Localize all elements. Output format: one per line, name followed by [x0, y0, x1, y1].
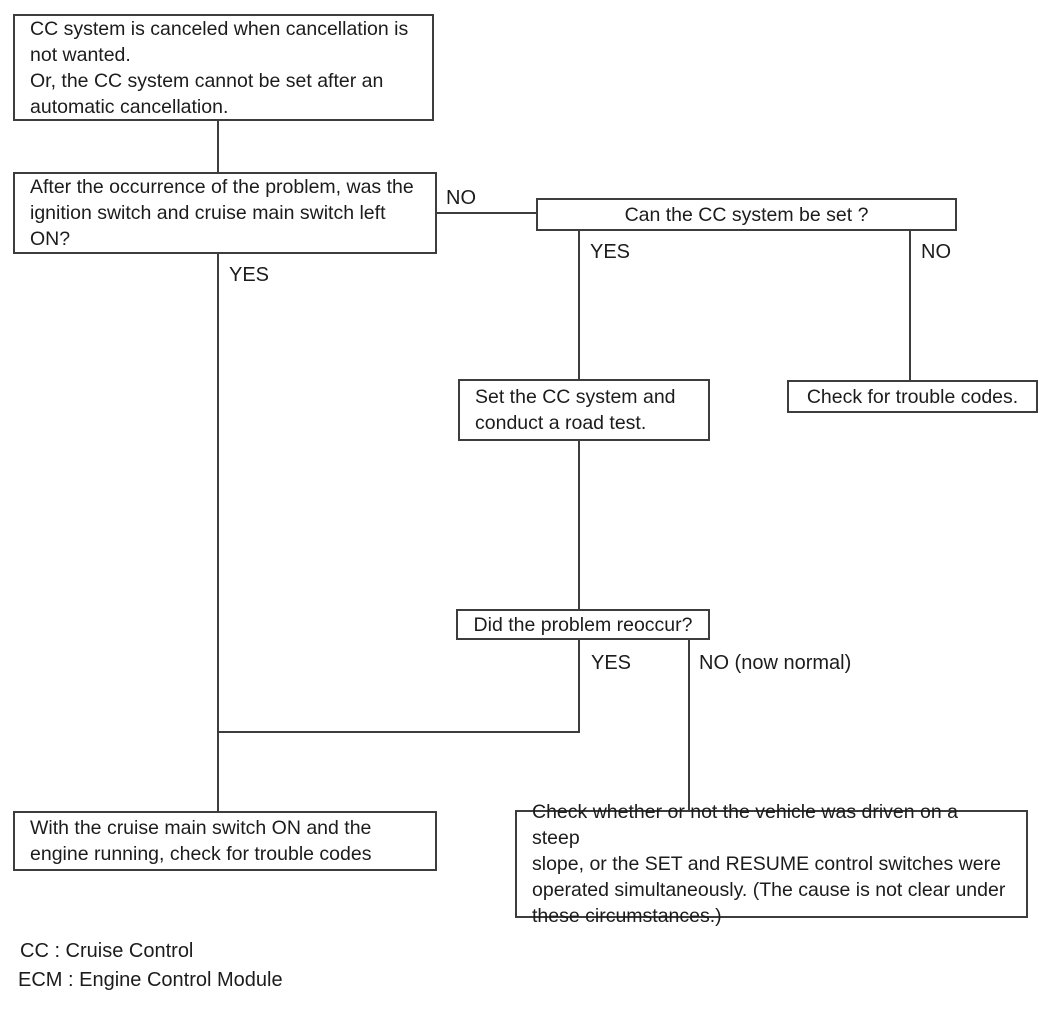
box-question-ignition-left-on-text: After the occurrence of the problem, was…: [30, 176, 414, 250]
legend-ecm: ECM : Engine Control Module: [18, 969, 283, 991]
box-problem-statement-text: CC system is canceled when cancellation …: [30, 17, 409, 118]
box-set-cc-road-test-text: Set the CC system and conduct a road tes…: [475, 386, 676, 434]
box-check-trouble-codes: Check for trouble codes.: [787, 380, 1038, 413]
legend-cc: CC : Cruise Control: [20, 940, 194, 962]
label-reoccur-yes: YES: [591, 652, 632, 674]
connector-problem-to-ignition: [217, 121, 219, 172]
label-cc-set-yes: YES: [590, 241, 631, 263]
box-check-codes-engine-running: With the cruise main switch ON and the e…: [13, 811, 437, 871]
box-check-codes-engine-running-text: With the cruise main switch ON and the e…: [30, 817, 372, 865]
connector-reoccur-yes-join-left: [217, 731, 580, 733]
connector-reoccur-yes-down: [578, 640, 580, 733]
box-question-problem-reoccur: Did the problem reoccur?: [456, 609, 710, 640]
box-question-ignition-left-on: After the occurrence of the problem, was…: [13, 172, 437, 254]
connector-reoccur-no-down: [688, 640, 690, 810]
connector-ccset-yes-down: [578, 231, 580, 379]
connector-roadtest-to-reoccur: [578, 441, 580, 609]
box-check-steep-slope: Check whether or not the vehicle was dri…: [515, 801, 1028, 927]
box-question-cc-set: Can the CC system be set ?: [536, 198, 957, 231]
label-ignition-yes: YES: [229, 264, 270, 286]
connector-ccset-no-down: [909, 231, 911, 380]
box-check-trouble-codes-text: Check for trouble codes.: [806, 385, 1019, 408]
connector-ignition-yes-down: [217, 254, 219, 811]
box-problem-statement: CC system is canceled when cancellation …: [13, 14, 434, 121]
connector-ignition-no-right: [437, 212, 536, 214]
box-check-steep-slope-text: Check whether or not the vehicle was dri…: [532, 801, 1006, 927]
box-set-cc-road-test: Set the CC system and conduct a road tes…: [458, 379, 710, 441]
box-question-cc-set-text: Can the CC system be set ?: [624, 203, 869, 226]
box-question-problem-reoccur-text: Did the problem reoccur?: [473, 613, 693, 636]
label-reoccur-no: NO (now normal): [699, 652, 852, 674]
label-cc-set-no: NO: [921, 241, 951, 263]
label-ignition-no: NO: [446, 187, 476, 209]
